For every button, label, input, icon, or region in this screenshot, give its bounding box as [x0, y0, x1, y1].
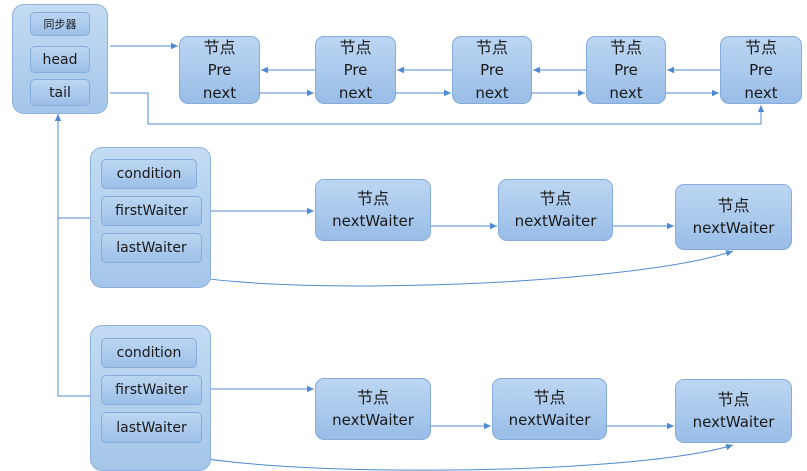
node-pre-field: Pre [614, 60, 638, 79]
condition-waiter-node: 节点 nextWaiter [315, 179, 431, 241]
node-next-waiter-field: nextWaiter [692, 413, 775, 431]
node-title: 节点 [717, 196, 750, 215]
node-title: 节点 [339, 37, 372, 57]
sync-queue-node: 节点 Pre next [720, 36, 802, 104]
node-pre-field: Pre [207, 60, 232, 79]
node-title: 节点 [717, 390, 750, 409]
node-title: 节点 [533, 388, 566, 407]
tail-pointer-arrow [110, 92, 765, 125]
node-title: 节点 [744, 37, 777, 57]
last-waiter-field: lastWaiter [101, 412, 202, 443]
node-title: 节点 [609, 37, 642, 57]
condition-waiter-node: 节点 nextWaiter [315, 378, 431, 440]
sync-queue-node: 节点 Pre next [452, 36, 532, 104]
node-pre-field: Pre [343, 60, 368, 79]
node-next-field: next [609, 83, 643, 102]
node-title: 节点 [356, 189, 389, 208]
first-waiter-field: firstWaiter [101, 375, 202, 405]
sync-queue-node: 节点 Pre next [586, 36, 666, 104]
node-next-field: next [744, 83, 778, 102]
last-waiter-field: lastWaiter [101, 233, 202, 263]
synchronizer-title: 同步器 [30, 12, 90, 36]
node-next-field: next [475, 83, 509, 102]
sync-queue-node: 节点 Pre next [179, 36, 260, 104]
node-title: 节点 [539, 189, 572, 208]
node-title: 节点 [356, 388, 389, 407]
condition-waiter-node: 节点 nextWaiter [498, 179, 613, 241]
node-next-waiter-field: nextWaiter [692, 219, 775, 237]
condition-waiter-node: 节点 nextWaiter [675, 379, 792, 443]
last-waiter-2-arrow [149, 441, 734, 471]
node-title: 节点 [475, 37, 508, 57]
node-pre-field: Pre [749, 60, 773, 79]
condition-label: condition [101, 338, 197, 368]
node-next-waiter-field: nextWaiter [332, 411, 414, 429]
last-waiter-1-arrow [149, 250, 734, 287]
condition-waiter-node: 节点 nextWaiter [492, 378, 607, 440]
condition-label: condition [101, 159, 197, 189]
node-next-waiter-field: nextWaiter [508, 411, 591, 429]
first-waiter-field: firstWaiter [101, 196, 202, 226]
condition-waiter-node: 节点 nextWaiter [675, 184, 792, 250]
node-next-field: next [338, 83, 373, 102]
node-title: 节点 [203, 37, 236, 57]
node-next-field: next [202, 83, 237, 102]
condition-link-line [57, 116, 90, 397]
sync-queue-node: 节点 Pre next [315, 36, 396, 104]
node-pre-field: Pre [480, 60, 504, 79]
node-next-waiter-field: nextWaiter [514, 212, 597, 230]
head-field: head [30, 46, 90, 73]
tail-field: tail [30, 79, 90, 106]
node-next-waiter-field: nextWaiter [332, 212, 414, 230]
